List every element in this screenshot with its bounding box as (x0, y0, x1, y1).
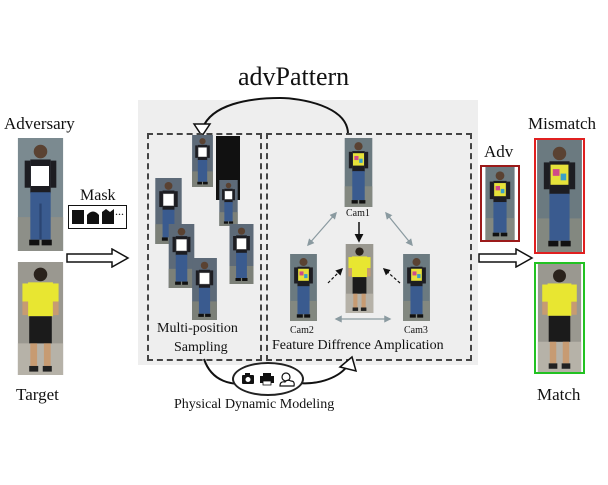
input-arrow (66, 248, 130, 268)
cam2-label: Cam2 (290, 325, 314, 336)
amplification-caption: Feature Diffrence Amplication (272, 338, 444, 353)
cam3-label: Cam3 (404, 325, 428, 336)
match-image (534, 262, 585, 374)
adv-label: Adv (484, 142, 514, 161)
amplification-arrows (307, 211, 413, 323)
cam1-label: Cam1 (346, 208, 370, 219)
output-arrow (478, 248, 534, 268)
sample-image-7 (191, 258, 218, 320)
target-label: Target (16, 385, 59, 404)
sampling-line2: Sampling (174, 340, 228, 355)
sample-image-1 (188, 135, 217, 187)
sample-image-4 (214, 180, 243, 226)
mask-shapes-box: ... (68, 204, 127, 229)
top-loop-arrow (192, 96, 349, 138)
physical-icons (232, 362, 304, 396)
mismatch-label: Mismatch (528, 114, 596, 133)
sampling-line1: Multi-position (157, 321, 238, 336)
mask-dots: ... (115, 204, 124, 218)
target-image (17, 262, 64, 375)
adv-image (480, 165, 520, 242)
physical-caption: Physical Dynamic Modeling (174, 397, 335, 412)
printer-icon (260, 376, 274, 383)
mask-label: Mask (80, 187, 116, 204)
adversary-image (17, 138, 64, 251)
match-label: Match (537, 385, 581, 404)
adversary-label: Adversary (4, 114, 75, 133)
diagram-title: advPattern (238, 62, 350, 91)
amplification-box (266, 133, 472, 361)
mismatch-image (534, 138, 585, 254)
sample-image-6 (226, 224, 257, 284)
